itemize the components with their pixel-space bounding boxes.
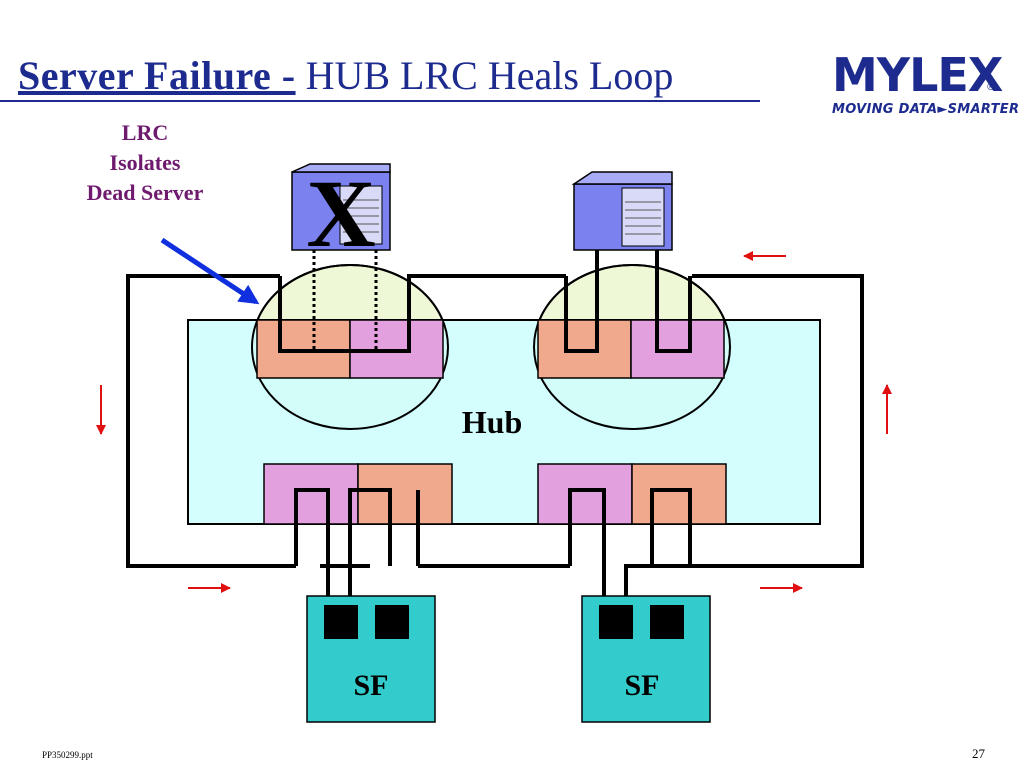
storage-port-left-2: [375, 605, 409, 639]
outer-loop-path: [126, 274, 864, 568]
failed-server: [291, 163, 391, 251]
failed-server-x-mark: X: [306, 160, 375, 267]
callout-line-1: LRC: [121, 120, 169, 145]
callout-arrow: [160, 237, 260, 305]
mylex-logo: MYLEX ® MOVING DATA►SMARTER: [828, 52, 1019, 122]
storage-port-left-1: [324, 605, 358, 639]
logo-tagline: MOVING DATA►SMARTER: [832, 102, 1020, 117]
storage-port-right-1: [599, 605, 633, 639]
hub-port-lower-4: [631, 463, 727, 525]
healthy-server: [571, 171, 673, 251]
storage-port-right-2: [650, 605, 684, 639]
loop-wiring: [278, 250, 692, 605]
title-underline: [0, 100, 760, 102]
lrc-oval-right-outline: [533, 264, 731, 430]
hub-port-lower-2: [357, 463, 453, 525]
footer-filename: PP350299.ppt: [42, 750, 93, 760]
hub-port-lower-1: [263, 463, 359, 525]
hub-label: Hub: [462, 404, 522, 440]
title-rest-part: HUB LRC Heals Loop: [295, 53, 674, 98]
slide-title: Server Failure - HUB LRC Heals Loop: [18, 56, 673, 96]
hub-port-lower-3: [537, 463, 633, 525]
bypassed-server-links: [312, 250, 378, 351]
lrc-oval-left-outline: [251, 264, 449, 430]
title-bold-part: Server Failure -: [18, 53, 296, 98]
callout-line-3: Dead Server: [86, 180, 204, 205]
storage-label-left: SF: [353, 669, 388, 702]
logo-registered-mark: ®: [986, 82, 996, 93]
lrc-callout: LRC Isolates Dead Server: [60, 118, 230, 208]
callout-line-2: Isolates: [109, 150, 181, 175]
logo-wordmark: MYLEX: [832, 48, 1003, 102]
storage-label-right: SF: [624, 669, 659, 702]
footer-page-number: 27: [972, 746, 985, 761]
